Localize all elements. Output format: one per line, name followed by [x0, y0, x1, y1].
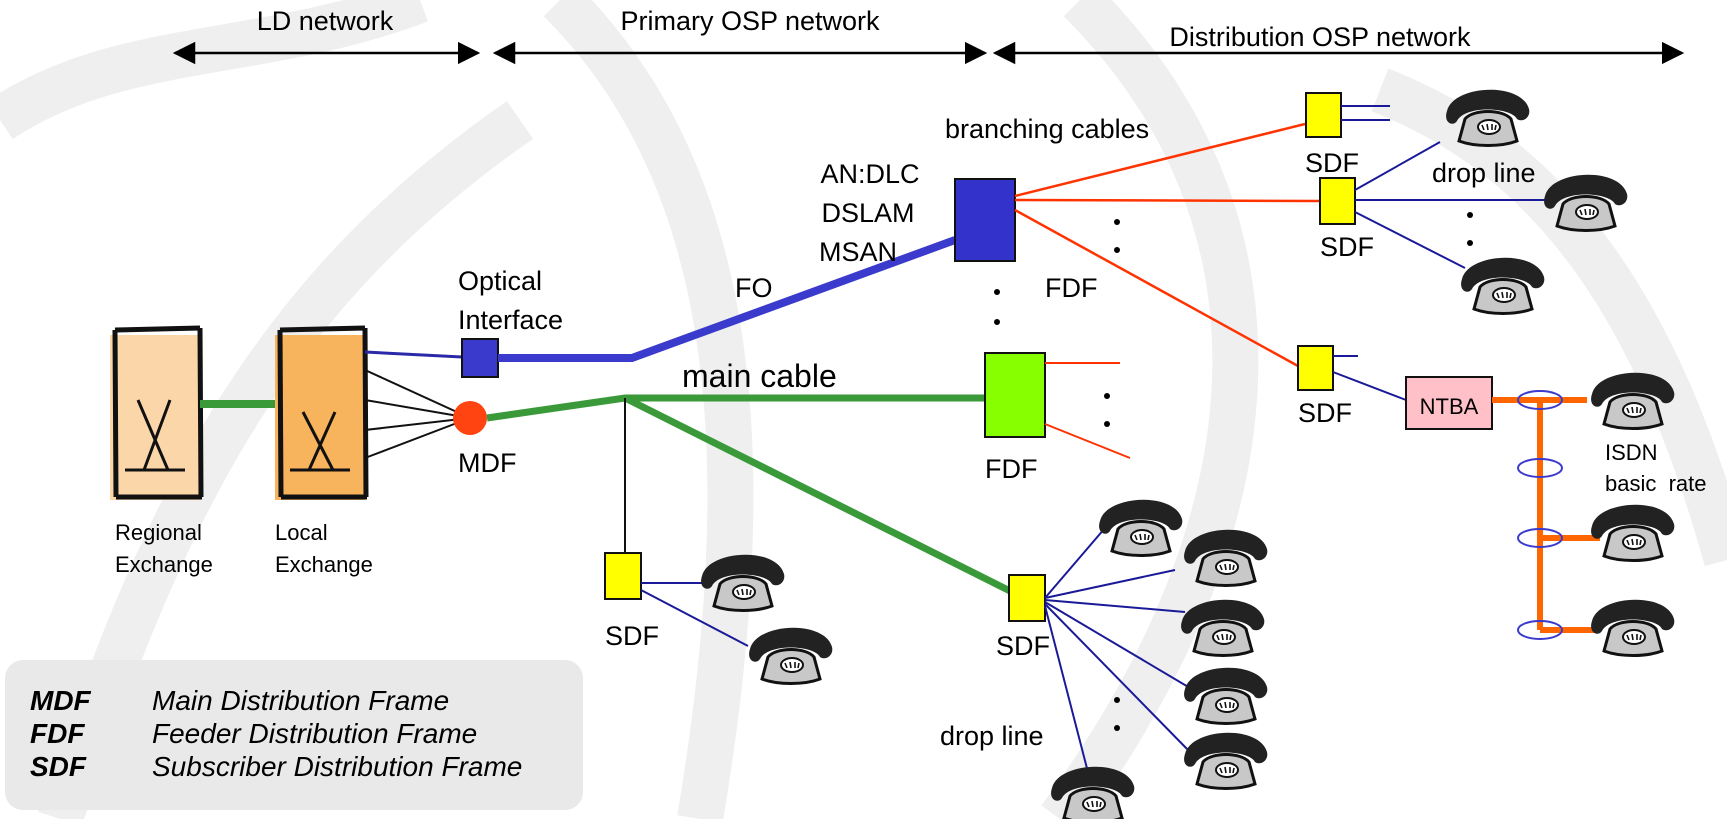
telephone-icon [1589, 598, 1676, 657]
sdf-frame [1008, 574, 1046, 622]
sdf-label: SDF [605, 621, 659, 651]
isdn-s-bus [1492, 397, 1600, 633]
main-cable-branch [623, 394, 1022, 600]
continuation-dots [994, 212, 1473, 731]
telephone-icon [699, 553, 786, 612]
legend-term: MDF [30, 685, 92, 716]
fdf-label: FDF [985, 454, 1037, 484]
telephone-icon [1444, 88, 1531, 147]
local-exchange-label-1: Local [275, 520, 328, 545]
isdn-label-1: ISDN [1605, 440, 1658, 465]
drop-line-label: drop line [940, 721, 1044, 751]
optical-interface-label-1: Optical [458, 266, 542, 296]
isdn-label-2: basic rate [1605, 471, 1707, 496]
telephone-icon [1182, 731, 1269, 790]
sdf-frame [1305, 92, 1342, 138]
fdf-frame [984, 352, 1046, 438]
legend-desc: Main Distribution Frame [152, 685, 449, 716]
optical-interface-label-2: Interface [458, 305, 563, 335]
mdf-node [453, 401, 487, 435]
mdf-label: MDF [458, 448, 516, 478]
fiber-optic-cable [498, 236, 957, 362]
isdn-bus-terminations [1517, 390, 1563, 640]
telephone-icon [1589, 371, 1676, 430]
optical-interface [461, 338, 499, 378]
exchange-switch-icon [125, 399, 185, 472]
legend: MDF Main Distribution Frame FDF Feeder D… [5, 660, 583, 810]
regional-exchange-label-1: Regional [115, 520, 202, 545]
access-node-label-3: MSAN [819, 237, 897, 267]
fo-label: FO [735, 273, 773, 303]
telephone-icon [1182, 666, 1269, 725]
main-cable-label: main cable [682, 358, 837, 394]
fdf-branch-cable [1044, 423, 1131, 459]
telephone-icon [1589, 503, 1676, 562]
telephone-icon [1179, 598, 1266, 657]
ntba-label: NTBA [1420, 394, 1479, 419]
sdf-frame [604, 552, 642, 600]
optical-link [364, 350, 463, 359]
legend-desc: Feeder Distribution Frame [152, 718, 477, 749]
sdf-label: SDF [1320, 232, 1374, 262]
branching-cables-label: branching cables [945, 114, 1149, 144]
access-node [954, 178, 1016, 262]
legend-term: SDF [30, 751, 87, 782]
legend-desc: Subscriber Distribution Frame [152, 751, 522, 782]
section-title-ld: LD network [257, 6, 394, 36]
drop-lines [1044, 527, 1191, 781]
telephone-icon [1097, 498, 1184, 557]
drop-lines [640, 582, 749, 647]
section-title-primary: Primary OSP network [620, 6, 880, 36]
regional-exchange-label-2: Exchange [115, 552, 213, 577]
telephone-icon [1459, 256, 1546, 315]
regional-exchange [110, 325, 204, 500]
ntba-link [1332, 371, 1407, 401]
branching-cables [1014, 122, 1321, 368]
telephone-icon [1542, 173, 1629, 232]
drop-line-label: drop line [1432, 158, 1536, 188]
sdf-label: SDF [996, 631, 1050, 661]
section-title-distribution: Distribution OSP network [1169, 22, 1471, 52]
sdf-label: SDF [1298, 398, 1352, 428]
exchange-switch-icon [290, 411, 350, 472]
mdf-connections [364, 369, 471, 459]
legend-term: FDF [30, 718, 85, 749]
telephone-icon [747, 626, 834, 685]
telephone-icon [1182, 528, 1269, 587]
access-node-label-1: AN:DLC [820, 159, 919, 189]
drop-lines [1354, 141, 1545, 269]
sdf-label: SDF [1305, 148, 1359, 178]
access-node-label-2: DSLAM [821, 198, 914, 228]
fdf-label-an: FDF [1045, 273, 1097, 303]
local-exchange [275, 325, 369, 500]
sdf-frame [1319, 177, 1356, 225]
local-exchange-label-2: Exchange [275, 552, 373, 577]
sdf-frame [1297, 345, 1334, 391]
